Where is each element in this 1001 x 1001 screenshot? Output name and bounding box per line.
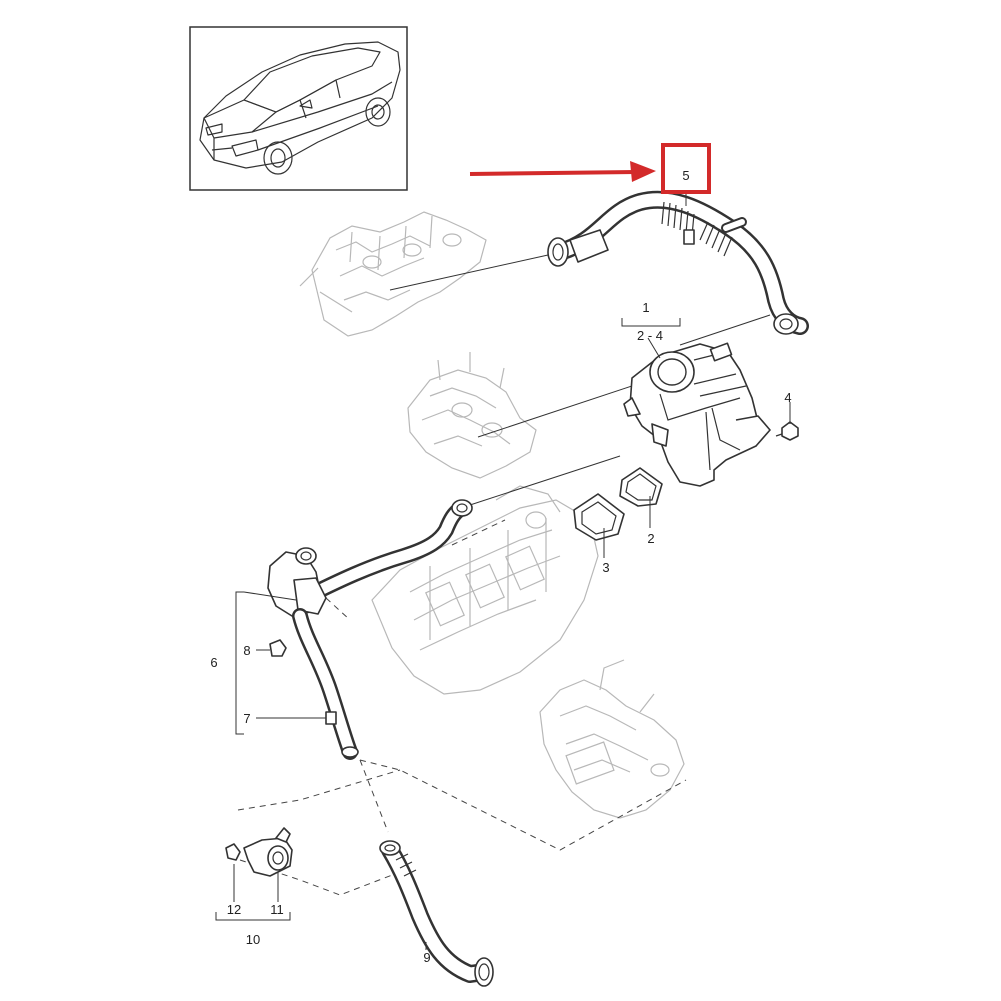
car-thumbnail [189,26,408,191]
part-6-hose-assembly [267,499,473,760]
callout-11: 11 [270,902,284,917]
part-3-gasket [573,493,625,541]
callout-4: 4 [784,390,791,405]
engine-block-background [299,211,685,819]
part-4-screw [775,421,799,441]
part-2-gasket [619,467,663,507]
callout-labels: 1 2 - 4 2 3 4 5 6 7 8 9 10 11 12 [210,168,791,965]
callout-10: 10 [246,932,260,947]
assembly-lines [237,254,771,896]
highlight-arrow [469,161,656,182]
callout-1: 1 [642,300,649,315]
callout-8: 8 [243,643,250,658]
callout-5: 5 [682,168,689,183]
callout-3: 3 [602,560,609,575]
callout-1-range: 2 - 4 [637,328,663,343]
highlight-box [661,143,711,194]
callout-2: 2 [647,531,654,546]
part-10-bracket [225,827,293,877]
callout-9: 9 [423,950,430,965]
part-5-breather-hose [547,190,809,335]
part-9-lower-hose [379,840,494,987]
callout-12: 12 [227,902,241,917]
part-12-nut [225,843,241,861]
leader-lines [215,190,791,950]
highlight [469,143,711,194]
callout-7: 7 [243,711,250,726]
callout-6: 6 [210,655,217,670]
part-1-oil-separator [623,342,771,487]
part-8-cap [269,639,287,657]
